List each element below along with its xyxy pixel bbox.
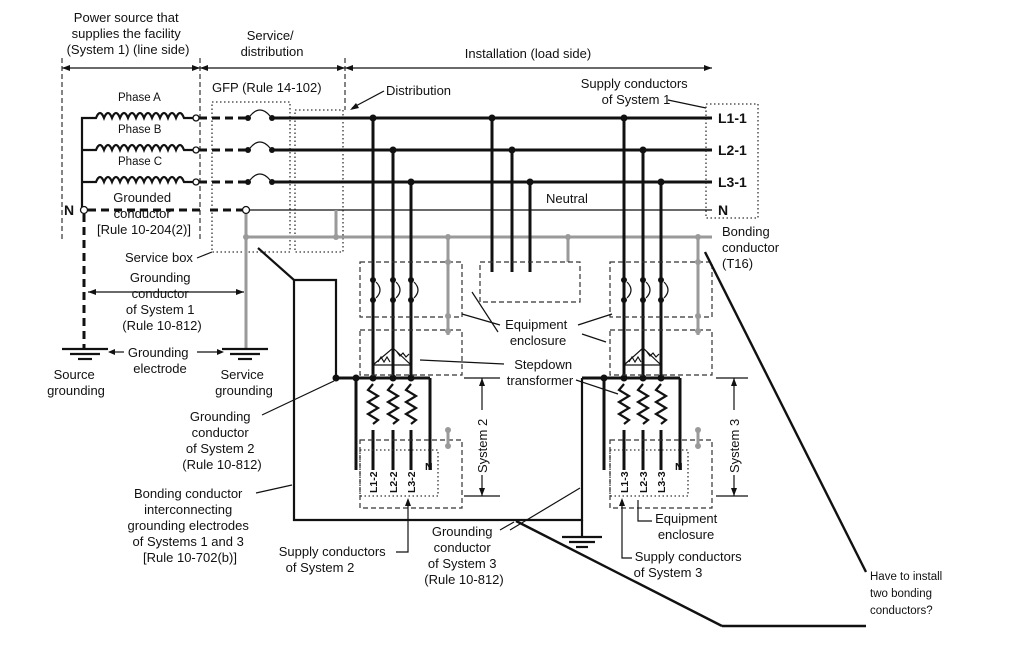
neutral-n-left-label: N xyxy=(64,202,74,218)
bonding-conductor-label: Bonding conductor (T16) xyxy=(722,224,783,271)
supply-conductors-sys1-box xyxy=(705,103,759,219)
bus-n: N xyxy=(718,202,728,218)
sys3-terminal-box xyxy=(609,449,689,497)
phase-c-label: Phase C xyxy=(118,156,162,168)
installation-label: Installation (load side) xyxy=(465,46,591,61)
supply-conductors-sys2-label: Supply conductors of System 2 xyxy=(279,544,390,575)
system3-dimension xyxy=(716,377,748,497)
system3-label: System 3 xyxy=(727,419,742,473)
equipment-enclosure-2-label: Equipment enclosure xyxy=(655,511,721,542)
source-grounding-electrode xyxy=(62,347,108,361)
supply-conductors-sys3-label: Supply conductors of System 3 xyxy=(634,549,746,580)
sys2-terminal-n: N xyxy=(425,461,433,473)
system2-label: System 2 xyxy=(475,419,490,473)
bus-l1-1: L1-1 xyxy=(718,110,747,126)
service-distribution-label: Service/ distribution xyxy=(241,28,304,59)
service-grounding-label: Service grounding xyxy=(215,367,273,398)
grounding-conductor-sys3-label: Grounding conductor of System 3 (Rule 10… xyxy=(424,524,504,587)
system2-taps xyxy=(332,114,432,470)
middle-enclosure xyxy=(479,261,581,303)
sys3-enclosure-top xyxy=(609,261,713,318)
sys2-bonding-jumpers xyxy=(445,259,451,449)
middle-taps xyxy=(488,114,534,272)
equipment-enclosure-label: Equipment enclosure xyxy=(505,317,571,348)
stepdown-transformer-label: Stepdown transformer xyxy=(507,357,576,388)
bonding-conductor-bus xyxy=(243,210,712,348)
sys3-terminal-l2-3: L2-3 xyxy=(638,471,650,493)
grounded-conductor-label: Grounded conductor [Rule 10-204(2)] xyxy=(97,190,191,237)
question-annotation-lines xyxy=(515,251,868,628)
system3-taps xyxy=(582,114,682,470)
question-label: Have to install two bonding conductors? xyxy=(870,571,945,617)
phase-b-label: Phase B xyxy=(118,124,162,136)
sys2-terminal-box xyxy=(359,449,439,497)
system2-dimension xyxy=(464,377,500,497)
grounding-conductor-sys1-label: Grounding conductor of System 1 (Rule 10… xyxy=(122,270,202,333)
power-source-label: Power source that supplies the facility … xyxy=(67,10,190,57)
sys3-terminal-l1-3: L1-3 xyxy=(619,471,631,493)
phase-a-label: Phase A xyxy=(118,92,161,104)
service-box-label: Service box xyxy=(125,250,193,265)
gfp-label: GFP (Rule 14-102) xyxy=(212,80,322,95)
service-box xyxy=(211,101,291,253)
sys2-terminal-l3-2: L3-2 xyxy=(406,471,418,493)
gfp-breakers xyxy=(245,109,275,185)
grounding-electrode-label: Grounding electrode xyxy=(128,345,192,376)
bus-l2-1: L2-1 xyxy=(718,142,747,158)
sys3-terminal-n: N xyxy=(675,461,683,473)
sys2-enclosure-top xyxy=(359,261,463,318)
service-grounding-electrode xyxy=(222,347,268,361)
sys3-enclosure-mid xyxy=(609,329,713,376)
distribution-label: Distribution xyxy=(386,83,451,98)
sys3-terminal-l3-3: L3-3 xyxy=(656,471,668,493)
sys2-terminal-l2-2: L2-2 xyxy=(388,471,400,493)
bus-l3-1: L3-1 xyxy=(718,174,747,190)
bonding-interconnecting-label: Bonding conductor interconnecting ground… xyxy=(127,486,252,565)
supply-conductors-sys1-label: Supply conductors of System 1 xyxy=(581,76,692,107)
grounding-conductor-sys2-label: Grounding conductor of System 2 (Rule 10… xyxy=(182,409,262,472)
source-grounding-label: Source grounding xyxy=(47,367,105,398)
sys3-bonding-jumpers xyxy=(695,259,701,449)
neutral-label: Neutral xyxy=(546,191,588,206)
sys2-enclosure-mid xyxy=(359,329,463,376)
sys2-terminal-l1-2: L1-2 xyxy=(368,471,380,493)
